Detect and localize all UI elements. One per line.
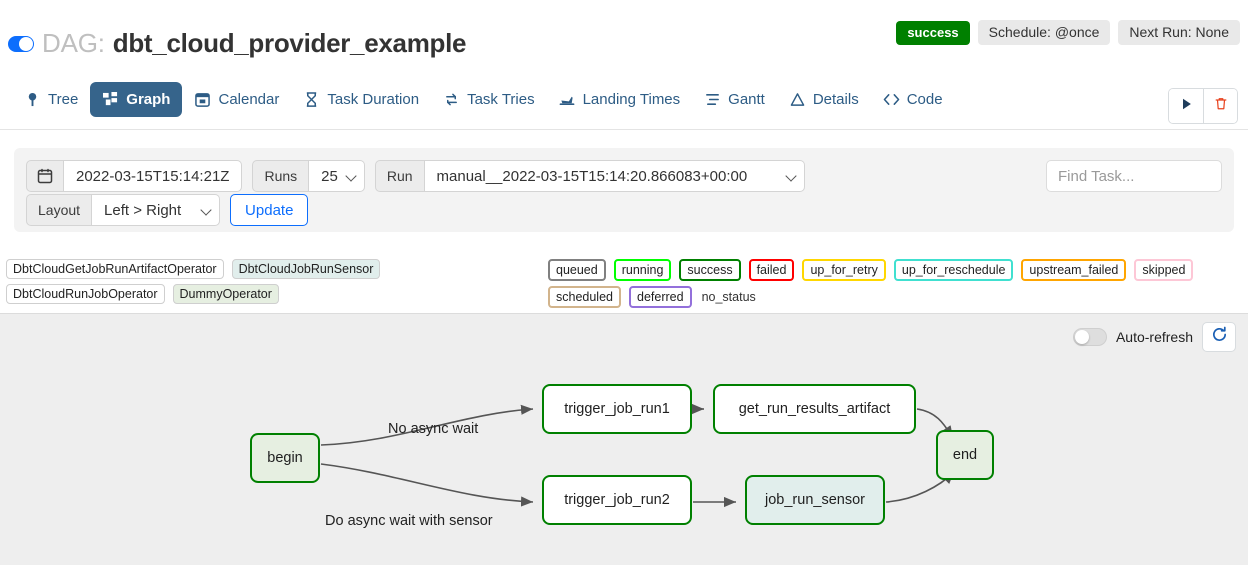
tab-gantt[interactable]: Gantt xyxy=(692,82,777,117)
tab-calendar-label: Calendar xyxy=(218,91,280,108)
operator-legend-chip[interactable]: DbtCloudRunJobOperator xyxy=(6,284,165,304)
graph-node-begin[interactable]: begin xyxy=(250,433,320,483)
state-legend-chip[interactable]: upstream_failed xyxy=(1021,259,1127,281)
dag-pause-toggle[interactable] xyxy=(8,35,34,52)
runs-label: Runs xyxy=(252,160,310,192)
code-icon xyxy=(883,91,900,108)
graph-edge-label: Do async wait with sensor xyxy=(325,513,493,529)
header-badges: success Schedule: @once Next Run: None xyxy=(896,20,1240,45)
tab-tree[interactable]: Tree xyxy=(12,82,90,117)
layout-label: Layout xyxy=(26,194,93,226)
tab-graph-label: Graph xyxy=(126,91,171,108)
dag-title-row: DAG: dbt_cloud_provider_example xyxy=(8,28,466,59)
state-legend-chip[interactable]: no_status xyxy=(701,290,756,304)
tab-graph[interactable]: Graph xyxy=(90,82,183,117)
dag-view-tabbar: Tree Graph Calendar Task Duration xyxy=(0,82,1248,130)
graph-node-job_run_sensor[interactable]: job_run_sensor xyxy=(745,475,885,525)
graph-node-trigger_job_run1[interactable]: trigger_job_run1 xyxy=(542,384,692,434)
page-title: dbt_cloud_provider_example xyxy=(112,28,467,58)
hourglass-icon xyxy=(303,91,320,108)
graph-edges xyxy=(320,403,955,508)
tab-task-duration-label: Task Duration xyxy=(327,91,420,108)
gantt-icon xyxy=(704,91,721,108)
tab-code-label: Code xyxy=(906,91,943,108)
state-legend-chip[interactable]: success xyxy=(679,259,741,281)
tab-task-tries[interactable]: Task Tries xyxy=(431,82,547,117)
state-legend-chip[interactable]: deferred xyxy=(629,286,692,308)
trash-icon xyxy=(1214,96,1228,116)
state-legend-chip[interactable]: queued xyxy=(548,259,606,281)
operator-legend-chip[interactable]: DbtCloudJobRunSensor xyxy=(231,259,381,279)
landing-icon xyxy=(559,91,576,108)
graph-node-trigger_job_run2[interactable]: trigger_job_run2 xyxy=(542,475,692,525)
calendar-icon[interactable] xyxy=(26,160,64,192)
graph-node-end[interactable]: end xyxy=(936,430,994,480)
tab-landing-times[interactable]: Landing Times xyxy=(547,82,693,117)
run-label: Run xyxy=(374,160,425,192)
tab-gantt-label: Gantt xyxy=(728,91,765,108)
trigger-dag-button[interactable] xyxy=(1169,89,1203,123)
tab-task-tries-label: Task Tries xyxy=(467,91,535,108)
runs-count-group: Runs 25 xyxy=(252,160,365,192)
graph-edge-label: No async wait xyxy=(388,421,479,437)
refresh-icon xyxy=(1211,326,1228,348)
tab-details-label: Details xyxy=(812,91,859,108)
graph-controls: Auto-refresh xyxy=(1072,322,1236,352)
graph-icon xyxy=(102,91,119,108)
refresh-button[interactable] xyxy=(1202,322,1236,352)
auto-refresh-toggle[interactable] xyxy=(1072,328,1107,346)
execution-date-input[interactable]: 2022-03-15T15:14:21Z xyxy=(64,160,243,192)
filter-row-secondary: Layout Left > Right Update xyxy=(26,194,309,226)
retry-icon xyxy=(443,91,460,108)
status-badge: success xyxy=(896,20,970,45)
run-select[interactable]: manual__2022-03-15T15:14:20.866083+00:00 xyxy=(424,160,805,192)
execution-date-group: 2022-03-15T15:14:21Z xyxy=(26,160,243,192)
dag-label: DAG: xyxy=(42,28,105,58)
delete-dag-button[interactable] xyxy=(1203,89,1237,123)
tab-code[interactable]: Code xyxy=(871,82,955,117)
state-legend-chip[interactable]: skipped xyxy=(1134,259,1194,281)
tab-landing-times-label: Landing Times xyxy=(582,91,681,108)
filter-row-primary: 2022-03-15T15:14:21Z Runs 25 Run manual_… xyxy=(26,160,815,192)
operator-legend-chip[interactable]: DummyOperator xyxy=(172,284,279,304)
warning-triangle-icon xyxy=(789,91,806,108)
tab-calendar[interactable]: Calendar xyxy=(182,82,291,117)
layout-select[interactable]: Left > Right xyxy=(92,194,221,226)
find-task-input[interactable]: Find Task... xyxy=(1046,160,1222,192)
state-legend-chip[interactable]: up_for_reschedule xyxy=(893,259,1014,281)
runs-select[interactable]: 25 xyxy=(309,160,365,192)
dag-action-buttons xyxy=(1168,88,1238,124)
state-legend-chip[interactable]: up_for_retry xyxy=(802,259,886,281)
tab-tree-label: Tree xyxy=(48,91,79,108)
play-icon xyxy=(1180,97,1193,116)
tab-details[interactable]: Details xyxy=(777,82,871,117)
state-legend-chip[interactable]: failed xyxy=(748,259,795,281)
dag-header: DAG: dbt_cloud_provider_example success … xyxy=(0,0,1248,74)
tab-list: Tree Graph Calendar Task Duration xyxy=(12,82,955,117)
state-legend-chip[interactable]: scheduled xyxy=(548,286,621,308)
tree-icon xyxy=(24,91,41,108)
update-button[interactable]: Update xyxy=(230,194,309,226)
state-legend-chip[interactable]: running xyxy=(613,259,672,281)
calendar-icon xyxy=(194,91,211,108)
tab-task-duration[interactable]: Task Duration xyxy=(291,82,431,117)
state-legend: queued running success failed up_for_retry up… xyxy=(548,259,1244,308)
operator-legend-chip[interactable]: DbtCloudGetJobRunArtifactOperator xyxy=(6,259,224,279)
layout-group: Layout Left > Right xyxy=(26,194,221,226)
run-select-group: Run manual__2022-03-15T15:14:20.866083+0… xyxy=(374,160,805,192)
dag-filter-bar: 2022-03-15T15:14:21Z Runs 25 Run manual_… xyxy=(14,148,1234,232)
graph-node-get_run_results_artifact[interactable]: get_run_results_artifact xyxy=(713,384,916,434)
auto-refresh-label: Auto-refresh xyxy=(1115,329,1193,345)
graph-panel: Auto-refresh xyxy=(0,313,1248,565)
next-run-badge: Next Run: None xyxy=(1118,20,1240,45)
schedule-badge[interactable]: Schedule: @once xyxy=(977,20,1111,45)
